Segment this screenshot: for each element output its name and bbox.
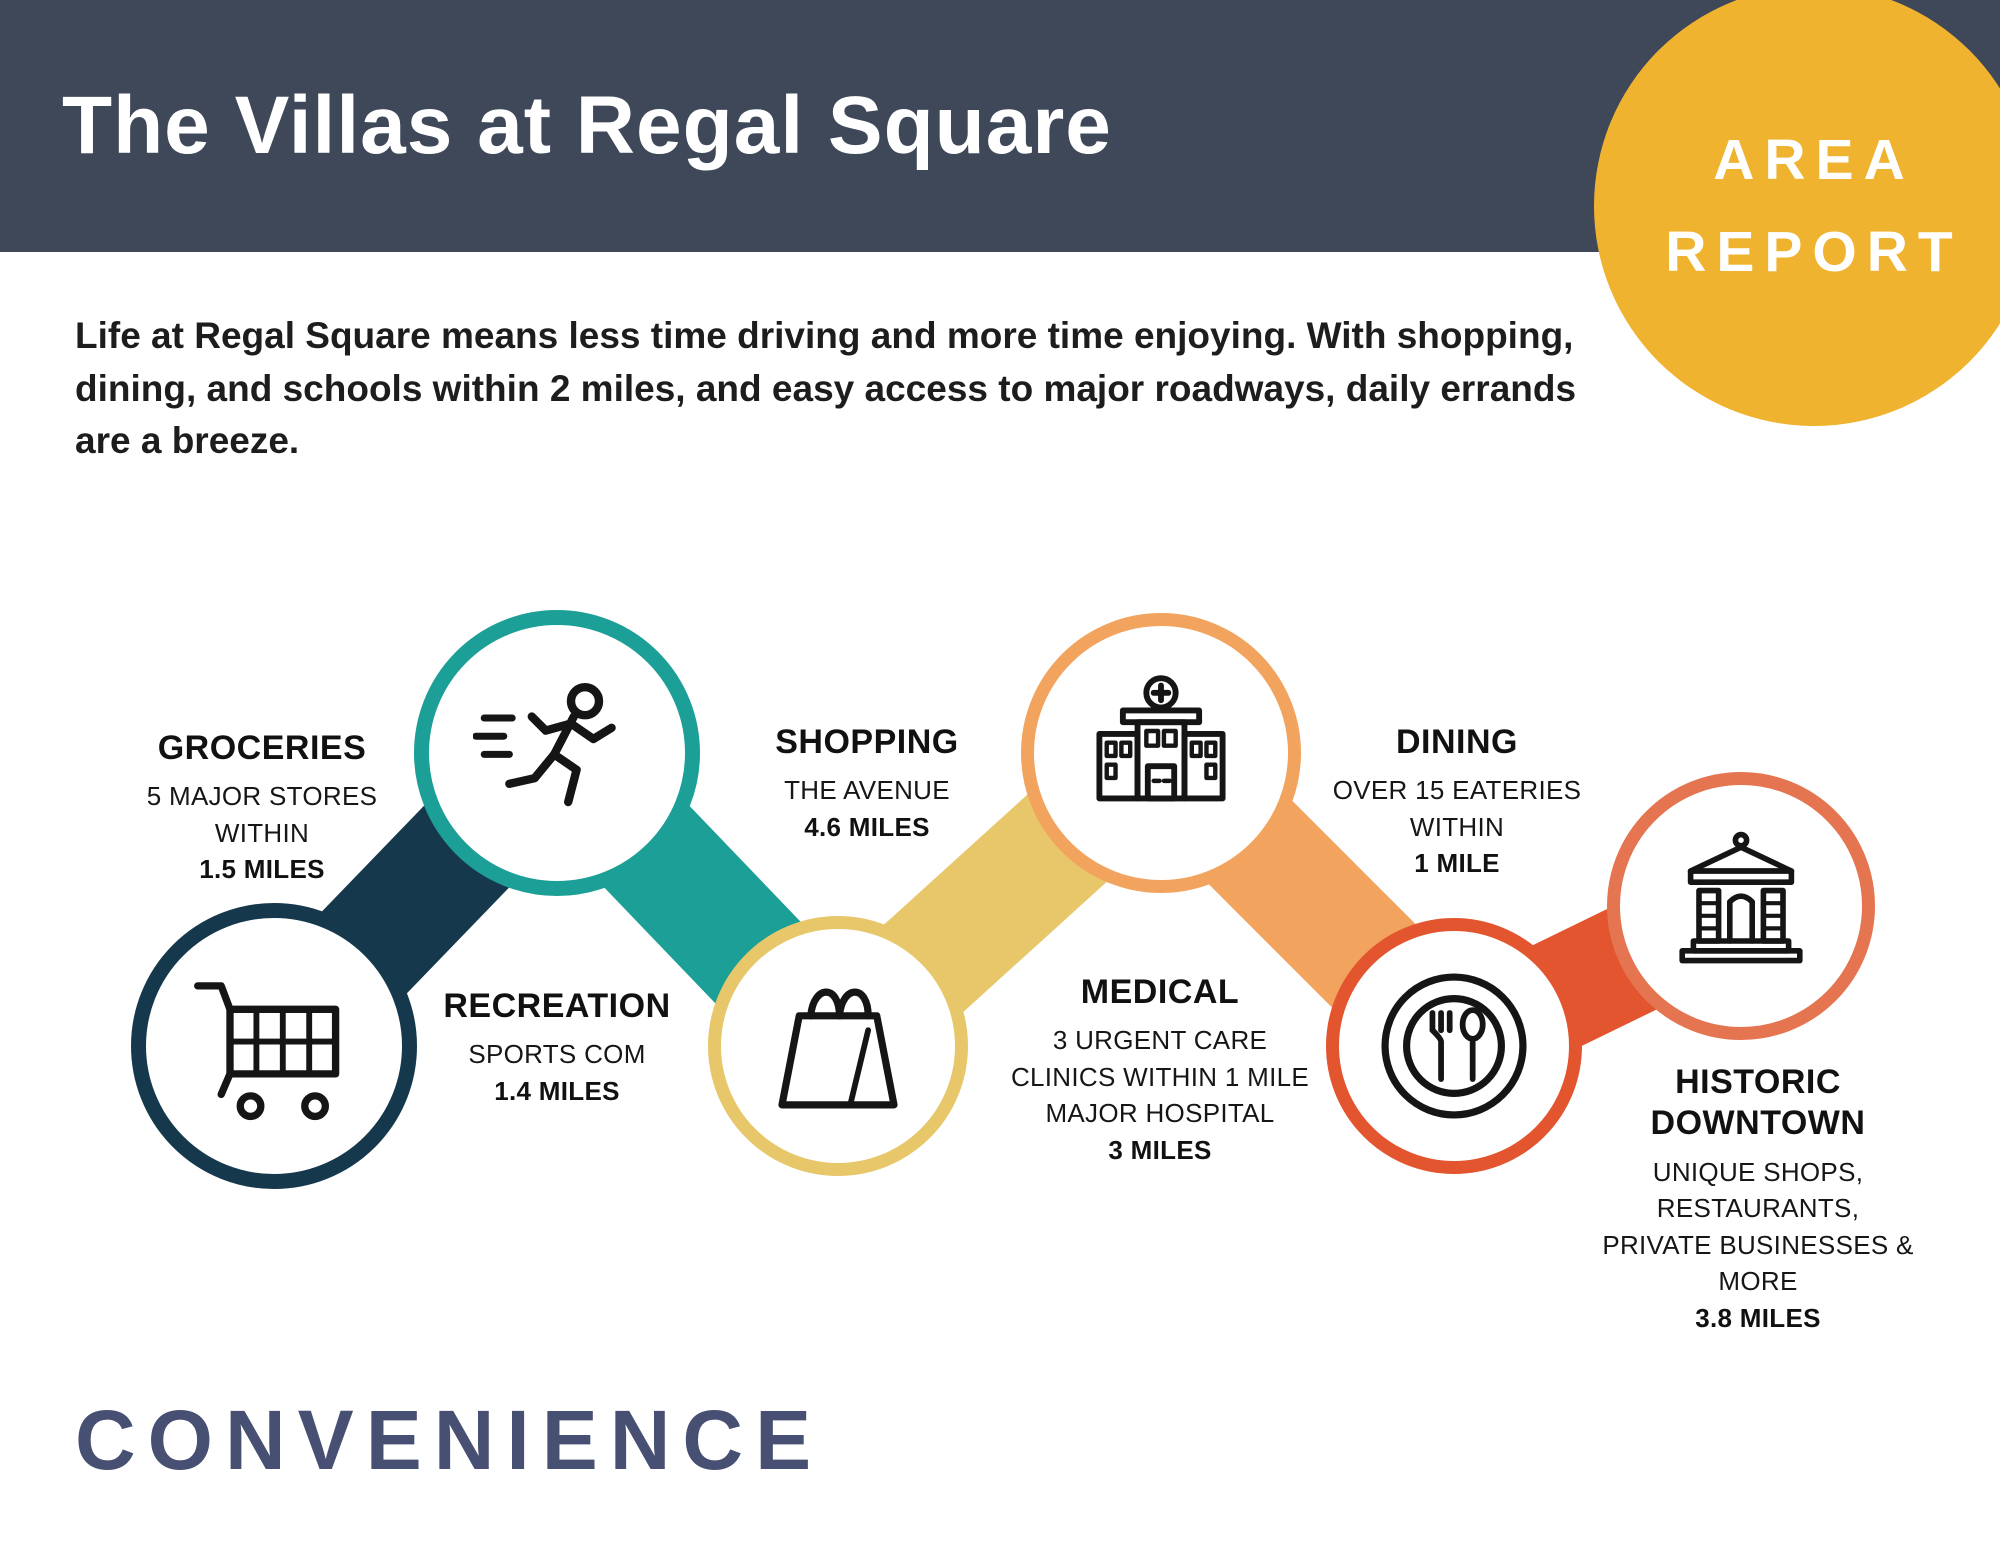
shopping-label: SHOPPING THE AVENUE 4.6 MILES	[702, 722, 1032, 845]
historic-distance: 3.8 MILES	[1695, 1302, 1821, 1333]
historic-desc: UNIQUE SHOPS, RESTAURANTS, PRIVATE BUSIN…	[1602, 1156, 1914, 1297]
recreation-distance: 1.4 MILES	[494, 1075, 620, 1106]
recreation-circle	[414, 610, 700, 896]
groceries-circle	[131, 903, 417, 1189]
recreation-label: RECREATION SPORTS COM 1.4 MILES	[392, 986, 722, 1109]
shopping-cart-icon	[194, 982, 340, 1121]
groceries-distance: 1.5 MILES	[199, 854, 325, 885]
dining-desc: OVER 15 EATERIES WITHIN	[1332, 775, 1582, 842]
shopping-title: SHOPPING	[775, 723, 959, 761]
page-title: The Villas at Regal Square	[62, 80, 1112, 171]
badge-line-2: REPORT	[1665, 220, 1963, 284]
area-report-badge: AREA REPORT	[1594, 0, 2000, 426]
groceries-label: GROCERIES 5 MAJOR STORES WITHIN 1.5 MILE…	[97, 728, 427, 888]
shopping-desc: THE AVENUE	[784, 775, 950, 806]
recreation-title: RECREATION	[443, 987, 671, 1025]
plate-cutlery-icon	[1381, 973, 1527, 1119]
shopping-distance: 4.6 MILES	[804, 811, 930, 842]
groceries-title: GROCERIES	[157, 729, 367, 767]
groceries-desc: 5 MAJOR STORES WITHIN	[146, 781, 378, 848]
shopping-bag-icon	[778, 988, 898, 1109]
dining-title: DINING	[1396, 723, 1518, 761]
historic-label: HISTORIC DOWNTOWN UNIQUE SHOPS, RESTAURA…	[1568, 1062, 1948, 1336]
bank-building-icon	[1679, 831, 1803, 964]
intro-text: Life at Regal Square means less time dri…	[75, 315, 1577, 462]
medical-title: MEDICAL	[1080, 973, 1240, 1011]
recreation-desc: SPORTS COM	[468, 1039, 646, 1070]
medical-circle	[1021, 613, 1301, 893]
medical-label: MEDICAL 3 URGENT CARE CLINICS WITHIN 1 M…	[985, 972, 1335, 1168]
medical-distance: 3 MILES	[1108, 1134, 1212, 1165]
section-title: CONVENIENCE	[75, 1393, 824, 1487]
medical-desc: 3 URGENT CARE CLINICS WITHIN 1 MILE MAJO…	[1010, 1025, 1310, 1129]
badge-line-1: AREA	[1713, 128, 1915, 192]
historic-circle	[1607, 772, 1875, 1040]
dining-label: DINING OVER 15 EATERIES WITHIN 1 MILE	[1292, 722, 1622, 882]
dining-distance: 1 MILE	[1414, 848, 1500, 879]
shopping-circle	[708, 916, 968, 1176]
dining-circle	[1326, 918, 1582, 1174]
runner-icon	[473, 683, 616, 807]
historic-title: HISTORIC DOWNTOWN	[1650, 1063, 1866, 1143]
hospital-icon	[1096, 675, 1226, 802]
